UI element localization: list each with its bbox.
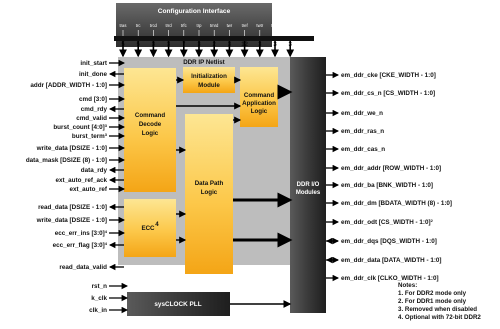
config-param-trfc: trfc — [181, 23, 187, 28]
right-signal-label: em_ddr_addr [ROW_WIDTH - 1:0] — [341, 165, 441, 172]
sysclock-pll-block — [127, 292, 230, 316]
config-param-twr: twr — [227, 23, 233, 28]
left-signal-label: ext_auto_ref — [70, 186, 108, 193]
right-signal-label: em_ddr_cas_n — [341, 146, 385, 153]
left-signal-sup: 4 — [105, 241, 108, 246]
notes-title: Notes: — [398, 282, 417, 289]
config-param-trrd: trrd — [165, 23, 172, 28]
left-signal-label: ecc_err_flag [3:0]4 — [53, 241, 108, 249]
note-4: 4. Optional with 72-bit DDR2 — [398, 314, 481, 321]
right-signal-label: em_ddr_data [DATA_WIDTH - 1:0] — [341, 257, 442, 264]
config-bus-bar — [114, 36, 314, 41]
right-signal-label: em_ddr_clk [CLKO_WIDTH - 1:0] — [341, 275, 439, 282]
left-signal-label: read_data [DSIZE - 1:0] — [38, 204, 107, 211]
cmd-decode-line-2: Decode — [139, 121, 162, 128]
right-signal-label: em_ddr_ras_n — [341, 128, 384, 135]
initialization-module-block — [183, 67, 235, 93]
io-line-1: DDR I/O — [297, 182, 320, 188]
right-signal-label: em_ddr_cke [CKE_WIDTH - 1:0] — [341, 72, 436, 79]
left-signal-label: ecc_err_ins [3:0]4 — [55, 229, 108, 237]
left-signal-label: cmd [3:0] — [79, 96, 107, 103]
left-signal-label: data_rdy — [81, 167, 108, 174]
left-signal-sup: 3 — [105, 132, 108, 137]
config-param-tref: tref — [242, 23, 249, 28]
config-widths-group: 5533732312333 — [119, 41, 295, 58]
left-signal-label: clk_in — [89, 307, 107, 314]
left-signal-label: init_done — [79, 71, 107, 78]
data-path-line-1: Data Path — [195, 180, 224, 187]
cmd-app-line-3: Logic — [251, 108, 268, 115]
left-signal-label: addr [ADDR_WIDTH - 1:0] — [30, 82, 107, 89]
left-signal-label: init_start — [80, 60, 107, 67]
cmd-decode-line-1: Command — [135, 112, 165, 119]
left-signal-label: cmd_rdy — [81, 106, 108, 113]
right-signal-label: em_ddr_odt [CS_WIDTH - 1:0]2 — [341, 218, 434, 226]
note-1: 1. For DDR2 mode only — [398, 290, 467, 297]
right-signal-group: em_ddr_cke [CKE_WIDTH - 1:0] em_ddr_cs_n … — [325, 71, 452, 282]
cmd-app-line-1: Command — [244, 92, 274, 99]
note-2: 2. For DDR1 mode only — [398, 298, 467, 305]
left-signal-label: write_data [DSIZE - 1:0] — [36, 217, 107, 224]
pll-label: sysCLOCK PLL — [154, 301, 201, 308]
config-param-trc: trc — [136, 23, 141, 28]
burst-label-1: ar_burst_en, — [288, 6, 312, 11]
right-signal-label: em_ddr_cs_n [CS_WIDTH - 1:0] — [341, 90, 435, 97]
command-decode-logic-block — [124, 68, 176, 192]
cmd-app-line-2: Application — [242, 100, 276, 107]
data-path-line-2: Logic — [201, 189, 218, 196]
ecc-sup: 4 — [155, 221, 159, 228]
right-signal-label: em_ddr_dm [BDATA_WIDTH (8) - 1:0] — [341, 200, 452, 207]
netlist-label: DDR IP Netlist — [183, 59, 225, 66]
left-signal-label: k_clk — [91, 295, 107, 302]
io-line-2: Modules — [296, 190, 321, 196]
notes-section: Notes: 1. For DDR2 mode only 2. For DDR1… — [398, 282, 481, 321]
note-3: 3. Removed when disabled — [398, 306, 477, 313]
ddr-io-modules-block — [290, 57, 326, 313]
command-application-logic-block — [240, 67, 278, 127]
cmd-decode-line-3: Logic — [142, 130, 159, 137]
right-signal-label: em_ddr_ba [BNK_WIDTH - 1:0] — [341, 182, 433, 189]
left-signal-label: read_data_valid — [59, 264, 107, 271]
right-signal-label: em_ddr_dqs [DQS_WIDTH - 1:0] — [341, 238, 437, 245]
right-signal-label: em_ddr_we_n — [341, 110, 383, 117]
left-signal-sup: 4 — [105, 229, 108, 234]
left-signal-label: ext_auto_ref_ack — [56, 177, 108, 184]
left-signal-label: burst_term3 — [72, 132, 108, 140]
config-param-twtr: twtr — [256, 23, 263, 28]
init-line-1: Initialization — [191, 73, 227, 80]
config-param-trp: trp — [197, 23, 203, 28]
left-signal-label: data_mask [DSIZE (8) - 1:0] — [26, 157, 107, 164]
config-param-tckp: tckp — [271, 23, 279, 28]
right-signal-sup: 2 — [431, 218, 434, 223]
ecc-block — [124, 199, 176, 257]
init-line-2: Module — [198, 82, 220, 89]
ecc-label: ECC — [141, 225, 155, 232]
left-signal-label: write_data [DSIZE - 1:0] — [36, 145, 107, 152]
config-param-trtp: trtp — [287, 23, 294, 28]
config-param-tmrd: tmrd — [210, 23, 219, 28]
left-signal-label: burst_count [4:0]3 — [53, 123, 107, 131]
data-path-logic-block — [185, 114, 233, 274]
config-param-trcd: trcd — [150, 23, 158, 28]
config-interface-title: Configuration Interface — [158, 8, 231, 15]
left-signal-label: cmd_valid — [76, 115, 107, 122]
left-signal-label: rst_n — [92, 283, 108, 290]
burst-label-2: ext_reg_en — [290, 12, 312, 17]
left-signal-sup: 3 — [105, 123, 108, 128]
config-param-tras: tras — [120, 23, 127, 28]
config-param-group: tras trc trcd trrd trfc trp tmrd twr tref twtr tck… — [120, 23, 294, 36]
